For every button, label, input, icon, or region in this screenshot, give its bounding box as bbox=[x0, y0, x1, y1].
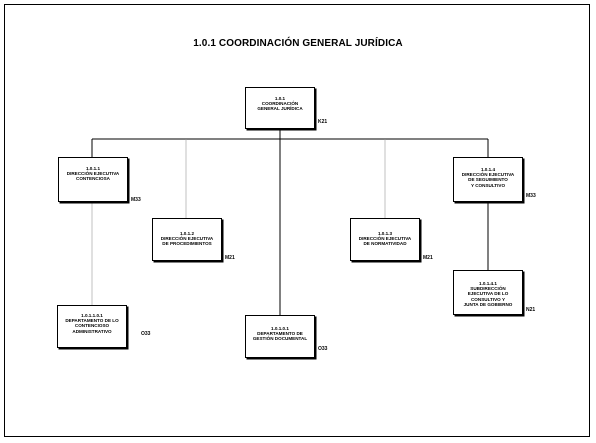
unit-name-contenciosa: DIRECCIÓN EJECUTIVA CONTENCIOSA bbox=[66, 171, 120, 182]
unit-code-procedimientos: M21 bbox=[225, 255, 235, 261]
unit-number-gestion: 1.0.1.0.1 bbox=[271, 326, 289, 331]
unit-number-contencioso-adm: 1.0.1.1.0.1 bbox=[81, 313, 103, 318]
unit-number-consultivo: 1.0.1.4 bbox=[480, 167, 496, 172]
unit-number-junta: 1.0.1.4.1 bbox=[479, 281, 497, 286]
page-border bbox=[4, 4, 590, 437]
chart-title: 1.0.1 COORDINACIÓN GENERAL JURÍDICA bbox=[193, 38, 403, 49]
unit-name-gestion: DEPARTAMENTO DE GESTIÓN DOCUMENTAL bbox=[252, 331, 308, 342]
unit-name-consultivo: DIRECCIÓN EJECUTIVA DE SEGUIMIENTO Y CON… bbox=[461, 172, 515, 188]
unit-name-contencioso-adm: DEPARTAMENTO DE LO CONTENCIOSO ADMINISTR… bbox=[65, 318, 119, 334]
unit-code-junta: N21 bbox=[526, 307, 536, 313]
unit-box-junta-gobierno: 1.0.1.4.1 SUBDIRECCIÓN EJECUTIVA DE LO C… bbox=[453, 270, 523, 315]
unit-box-consultivo: 1.0.1.4 DIRECCIÓN EJECUTIVA DE SEGUIMIEN… bbox=[453, 157, 523, 202]
unit-code-contencioso-adm: O33 bbox=[141, 331, 151, 337]
unit-code-gestion: O33 bbox=[318, 346, 328, 352]
unit-code-consultivo: M33 bbox=[526, 193, 536, 199]
unit-box-gestion-documental: 1.0.1.0.1 DEPARTAMENTO DE GESTIÓN DOCUME… bbox=[245, 315, 315, 358]
unit-name-root: COORDINACIÓN GENERAL JURÍDICA bbox=[257, 101, 303, 112]
unit-code-contenciosa: M33 bbox=[131, 197, 141, 203]
unit-number-procedimientos: 1.0.1.2 bbox=[179, 231, 195, 236]
unit-text-root: 1.0.1 bbox=[274, 96, 286, 101]
unit-box-coordinacion-general: 1.0.1 COORDINACIÓN GENERAL JURÍDICA bbox=[245, 87, 315, 129]
unit-name-procedimientos: DIRECCIÓN EJECUTIVA DE PROCEDIMIENTOS bbox=[160, 236, 214, 247]
unit-name-junta: SUBDIRECCIÓN EJECUTIVA DE LO CONSULTIVO … bbox=[463, 286, 513, 307]
unit-box-contencioso-administrativo: 1.0.1.1.0.1 DEPARTAMENTO DE LO CONTENCIO… bbox=[57, 305, 127, 348]
unit-number-normatividad: 1.0.1.3 bbox=[377, 231, 393, 236]
unit-number-contenciosa: 1.0.1.1 bbox=[85, 166, 101, 171]
unit-box-normatividad: 1.0.1.3 DIRECCIÓN EJECUTIVA DE NORMATIVI… bbox=[350, 218, 420, 261]
unit-code-root: K21 bbox=[318, 119, 328, 125]
unit-code-normatividad: M21 bbox=[423, 255, 433, 261]
unit-box-contenciosa: 1.0.1.1 DIRECCIÓN EJECUTIVA CONTENCIOSA bbox=[58, 157, 128, 202]
unit-name-normatividad: DIRECCIÓN EJECUTIVA DE NORMATIVIDAD bbox=[358, 236, 412, 247]
unit-box-procedimientos: 1.0.1.2 DIRECCIÓN EJECUTIVA DE PROCEDIMI… bbox=[152, 218, 222, 261]
